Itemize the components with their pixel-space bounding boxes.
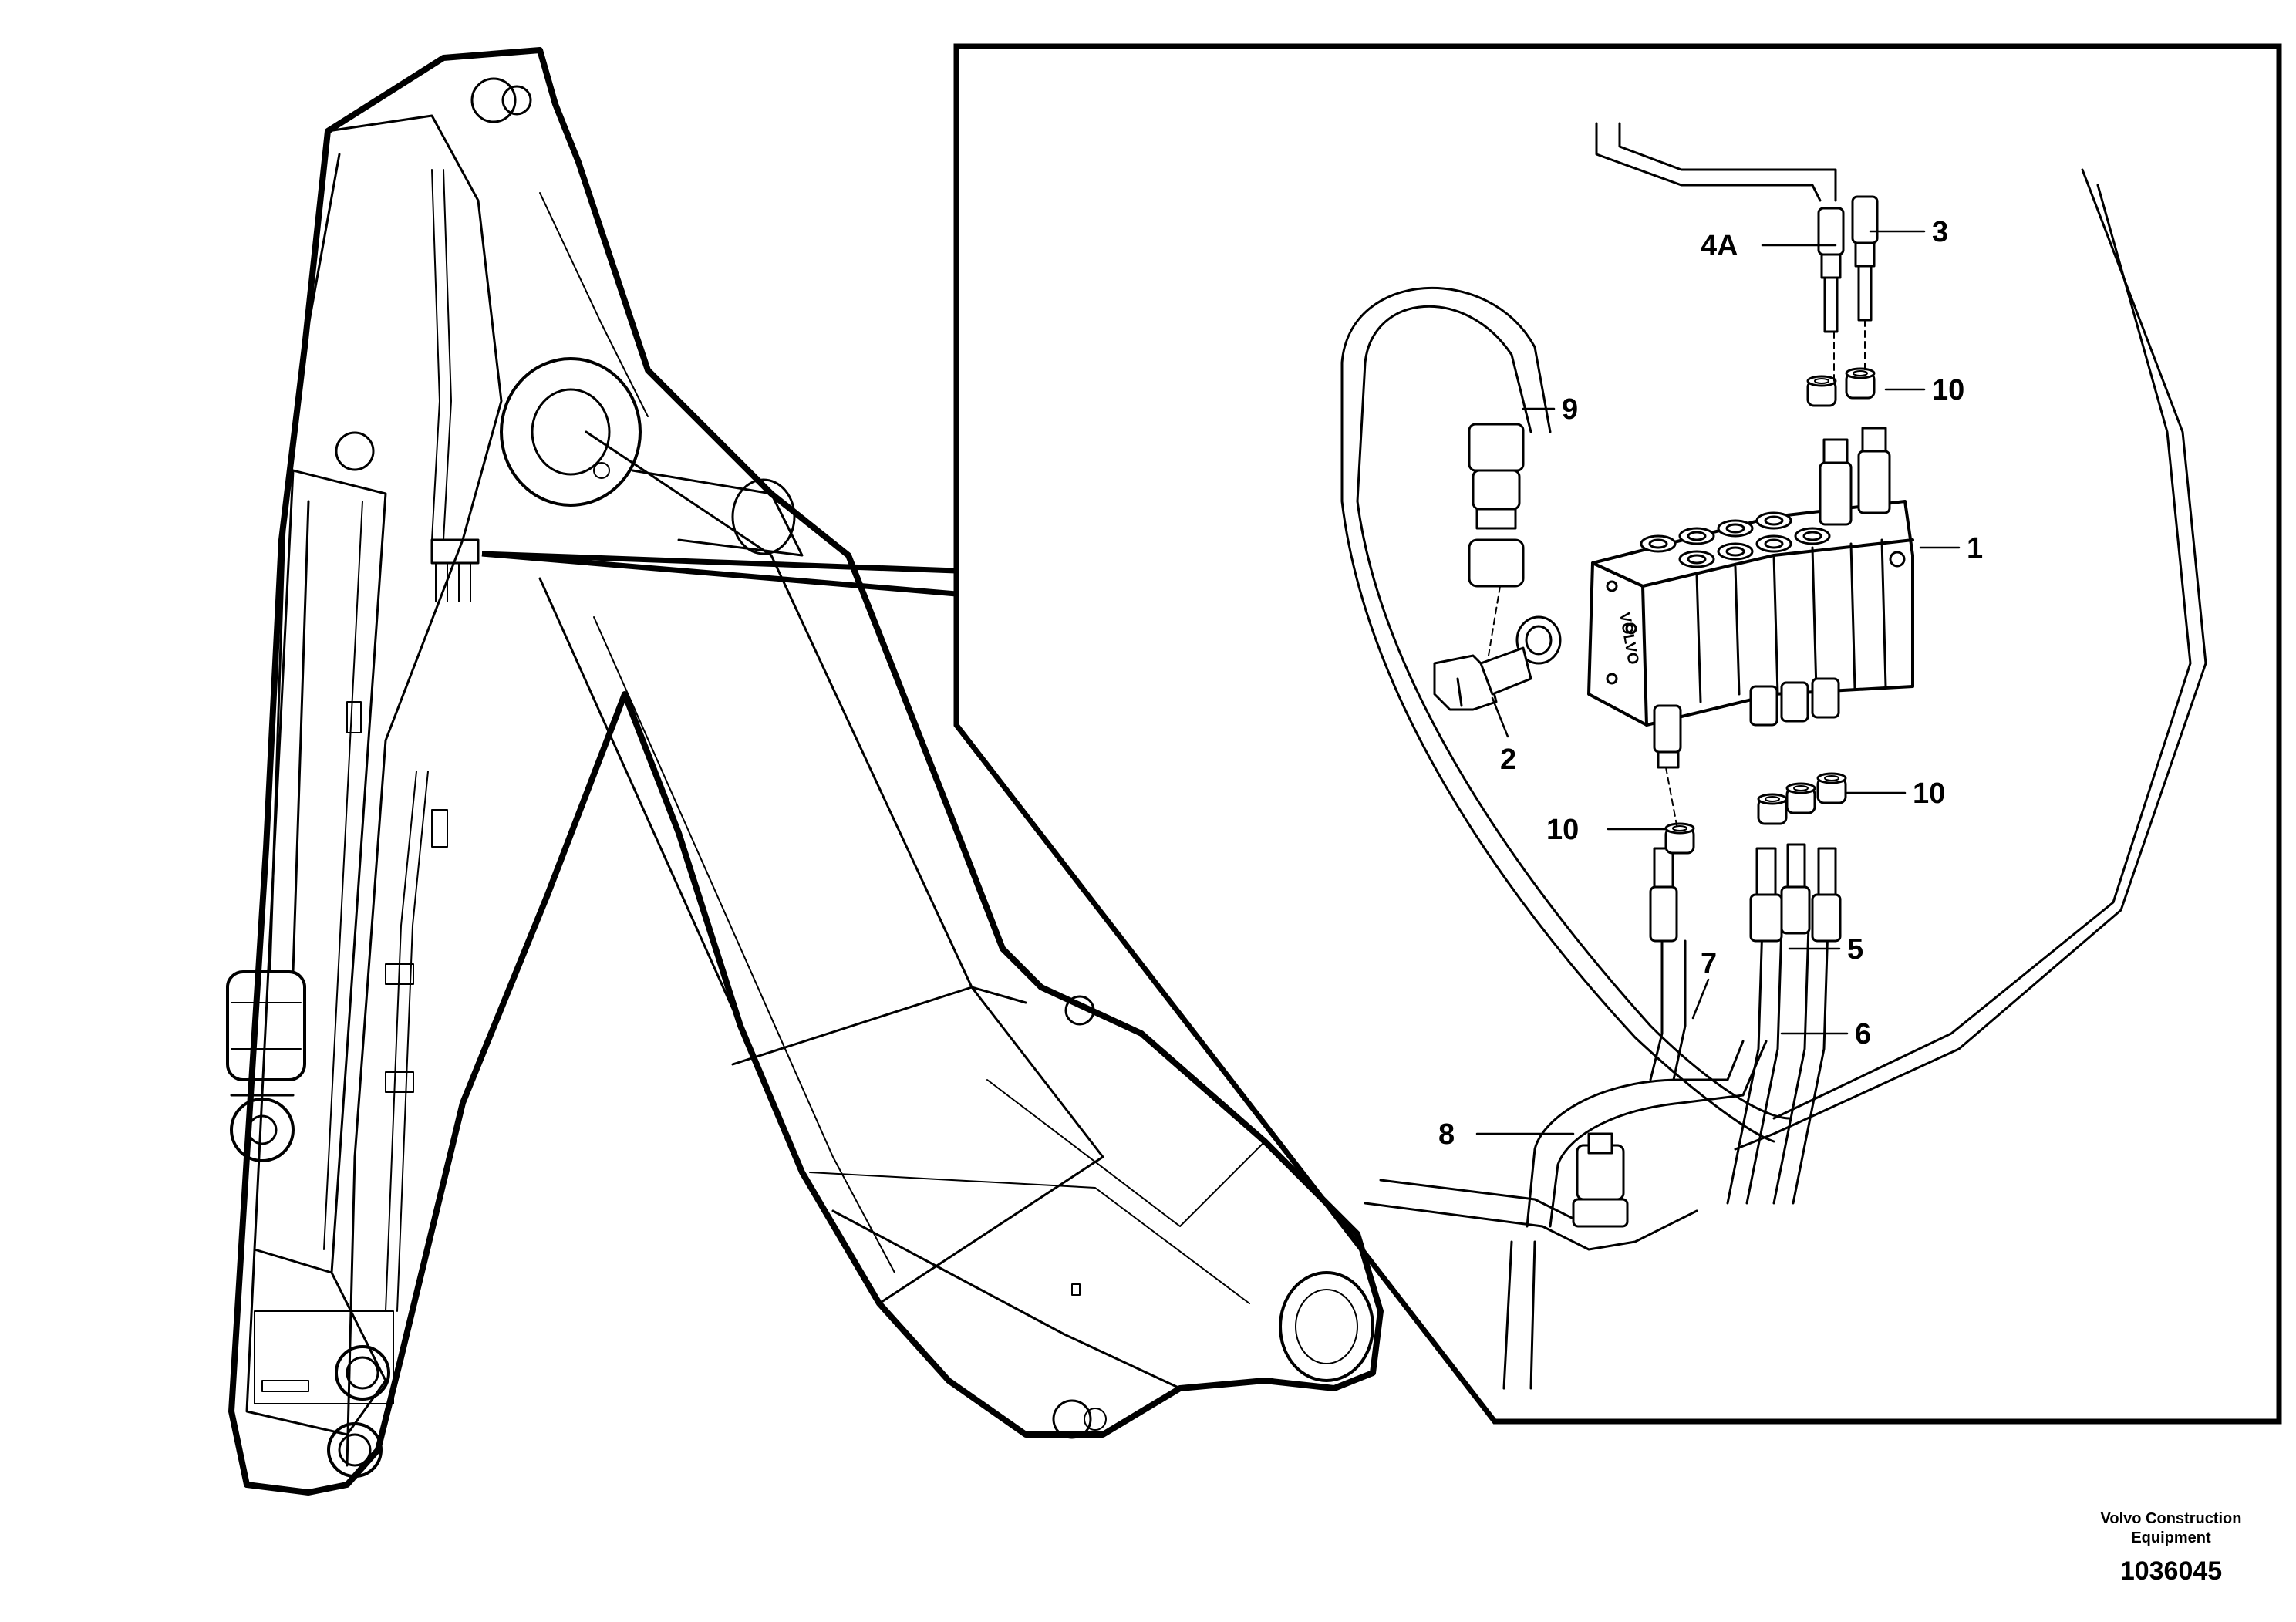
callout-3: 3 xyxy=(1932,216,1948,248)
callout-5: 5 xyxy=(1847,933,1863,966)
callout-9: 9 xyxy=(1562,393,1578,426)
callout-4a: 4A xyxy=(1701,230,1738,262)
callout-1: 1 xyxy=(1967,532,1983,565)
detail-frame xyxy=(953,43,2282,1425)
company-name-line2: Equipment xyxy=(2131,1529,2211,1546)
callout-10-upper: 10 xyxy=(1932,374,1964,406)
drawing-number: 1036045 xyxy=(2120,1556,2222,1586)
callout-2: 2 xyxy=(1500,744,1516,776)
company-name-line1: Volvo Construction xyxy=(2101,1510,2242,1527)
callout-10-left: 10 xyxy=(1546,814,1579,846)
detail-leader xyxy=(481,551,957,597)
detail-view: VOLVO xyxy=(1340,122,2207,1390)
boom-assembly xyxy=(226,47,1384,1496)
callout-7: 7 xyxy=(1701,948,1717,980)
callout-6: 6 xyxy=(1855,1018,1871,1050)
callout-8: 8 xyxy=(1438,1118,1455,1151)
callout-10-right: 10 xyxy=(1913,777,1945,810)
